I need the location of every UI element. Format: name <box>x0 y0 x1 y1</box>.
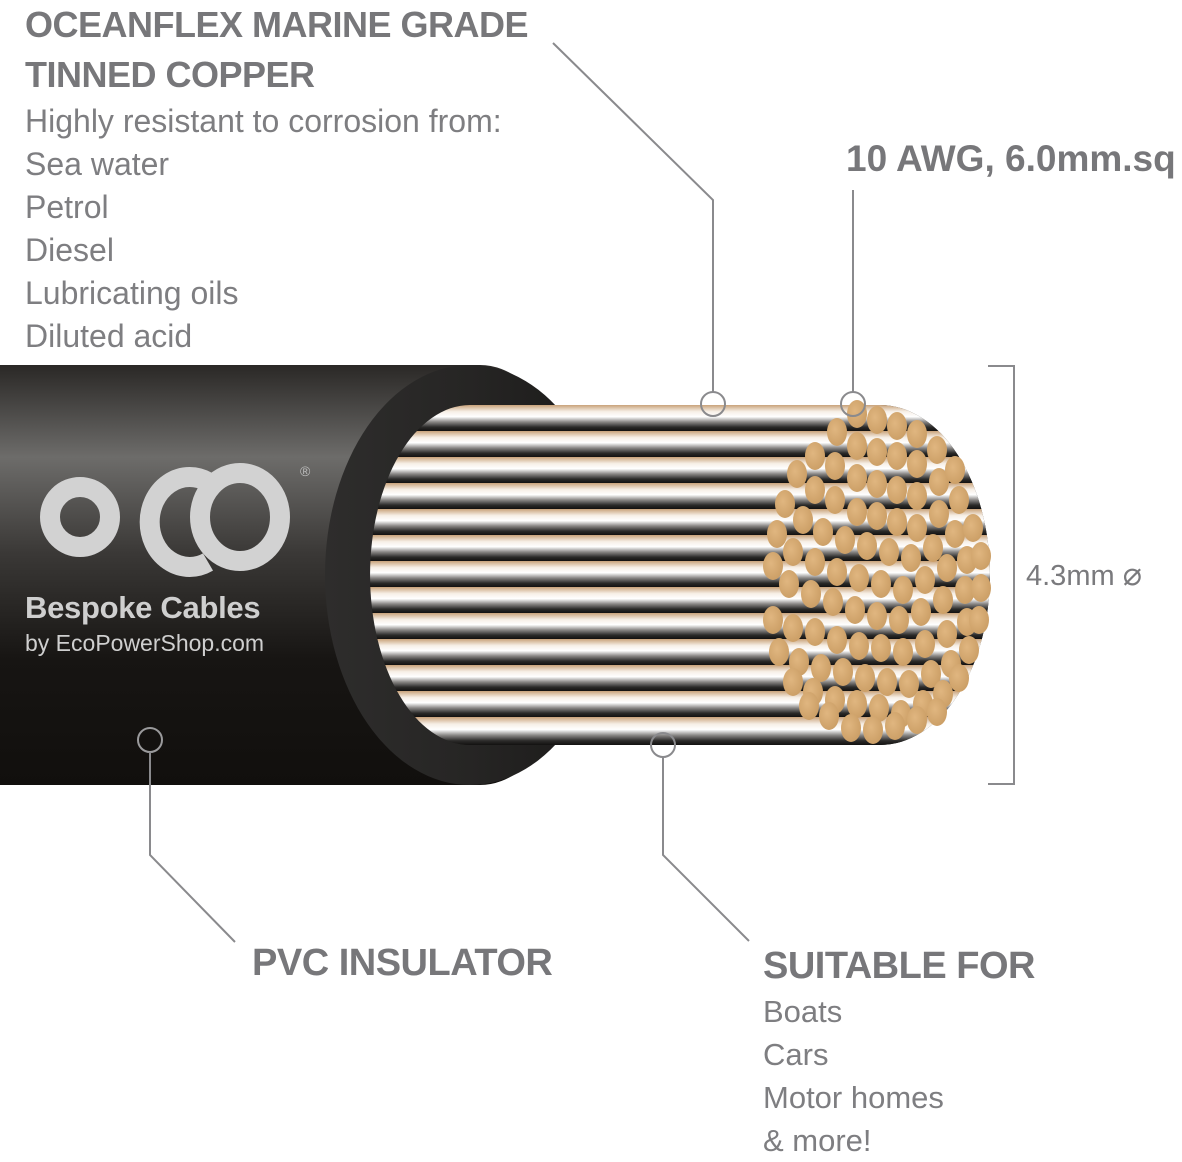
copper-description: OCEANFLEX MARINE GRADE TINNED COPPER Hig… <box>25 0 529 358</box>
corrosion-intro: Highly resistant to corrosion from: <box>25 103 502 139</box>
suitable-for-block: SUITABLE FOR Boats Cars Motor homes & mo… <box>763 942 1035 1162</box>
suitable-heading: SUITABLE FOR <box>763 945 1035 987</box>
suitable-item: Boats <box>763 994 843 1029</box>
diameter-label: 4.3mm ⌀ <box>1026 555 1142 593</box>
diameter-value: 4.3mm <box>1026 560 1115 592</box>
eco-logo: Bespoke Cables by EcoPowerShop.com <box>25 460 264 657</box>
suitable-item: & more! <box>763 1123 872 1158</box>
copper-heading-line1: OCEANFLEX MARINE GRADE <box>25 4 529 45</box>
pvc-leader-line <box>149 752 236 943</box>
eco-logo-mark <box>40 463 290 577</box>
diameter-icon: ⌀ <box>1122 556 1142 592</box>
leader-lines <box>137 42 1015 943</box>
logo-tagline: Bespoke Cables <box>25 590 261 625</box>
corrosion-item: Diluted acid <box>25 318 193 354</box>
registered-mark: ® <box>300 463 311 479</box>
awg-callout-marker <box>840 391 866 417</box>
logo-byline: by EcoPowerShop.com <box>25 630 265 656</box>
suitable-item: Motor homes <box>763 1080 944 1115</box>
suitable-leader-line <box>662 757 750 942</box>
corrosion-item: Sea water <box>25 146 170 182</box>
awg-size-label: 10 AWG, 6.0mm.sq <box>846 138 1176 179</box>
strand-end-faces <box>763 400 991 744</box>
corrosion-item: Lubricating oils <box>25 275 239 311</box>
corrosion-item: Petrol <box>25 189 109 225</box>
pvc-insulator-label: PVC INSULATOR <box>252 942 553 984</box>
copper-leader-line <box>552 42 714 392</box>
suitable-item: Cars <box>763 1037 829 1072</box>
copper-heading-line2: TINNED COPPER <box>25 54 315 95</box>
corrosion-item: Diesel <box>25 232 114 268</box>
diameter-bracket <box>988 365 1015 785</box>
copper-strand-bundle <box>370 400 991 745</box>
copper-callout-marker <box>700 391 726 417</box>
